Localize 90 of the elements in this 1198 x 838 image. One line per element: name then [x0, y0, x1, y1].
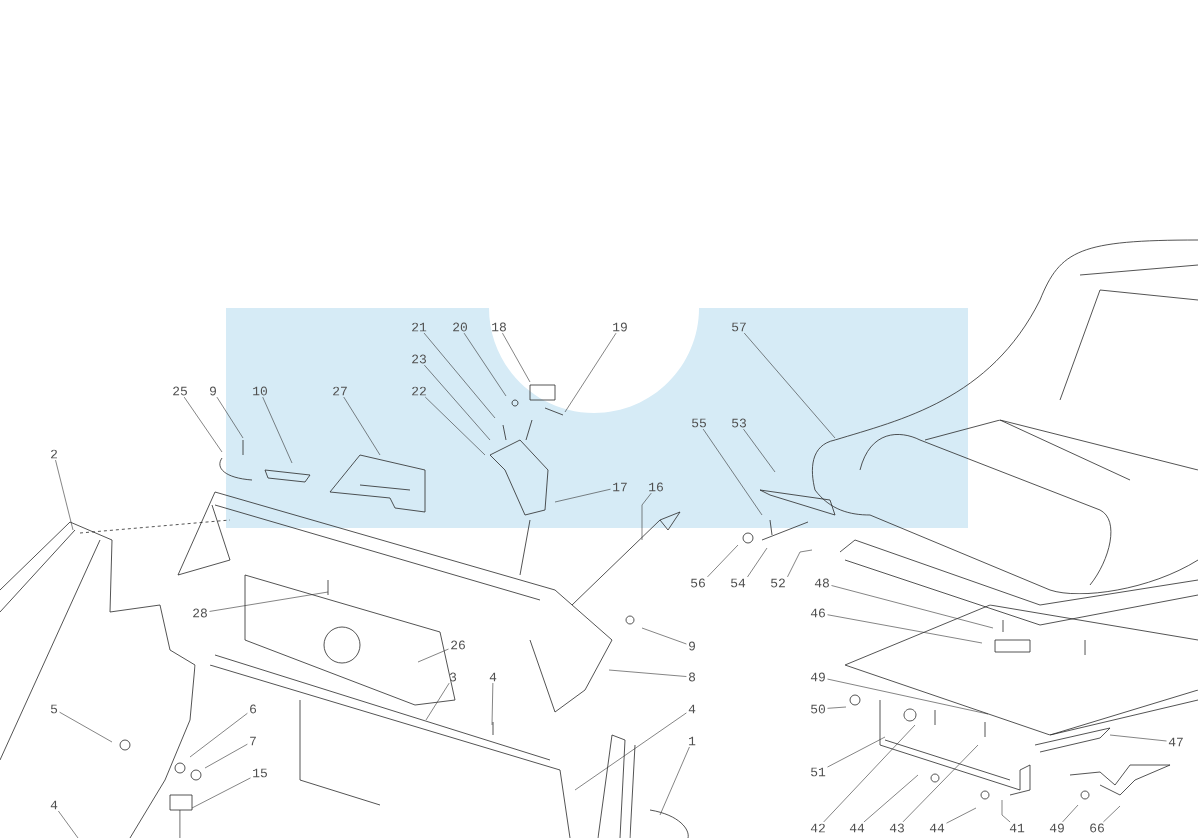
leader-line: [608, 669, 687, 677]
callout-number: 57: [732, 322, 746, 332]
leader-line: [216, 396, 244, 439]
callout-number: 10: [253, 386, 267, 396]
leader-line: [425, 682, 450, 721]
leader-line: [747, 547, 768, 578]
leader-line: [1103, 805, 1121, 823]
leader-line: [863, 774, 919, 823]
callout-number: 43: [889, 823, 904, 833]
leader-line: [902, 744, 979, 823]
leader-line: [189, 713, 248, 758]
callout-number: 17: [613, 482, 627, 492]
leader-line: [827, 678, 989, 715]
leader-line: [191, 777, 251, 809]
callout-number: 28: [193, 608, 207, 618]
callout-number: 25: [173, 386, 187, 396]
callout-number: 52: [771, 578, 785, 588]
callout-number: 22: [412, 386, 426, 396]
leader-line: [831, 585, 994, 629]
callout-number: 18: [492, 322, 506, 332]
callout-number: 19: [613, 322, 627, 332]
callout-number: 49: [1049, 823, 1064, 833]
callout-number: 9: [210, 386, 216, 396]
callout-number: 5: [50, 704, 58, 714]
leader-line: [424, 364, 491, 441]
callout-number: 15: [253, 768, 267, 778]
callout-number: 4: [688, 704, 696, 714]
callout-number: 20: [453, 322, 467, 332]
callout-number: 42: [810, 823, 825, 833]
callout-number: 53: [732, 418, 746, 428]
leader-line: [343, 396, 381, 456]
callout-number: 27: [333, 386, 347, 396]
callout-number: 66: [1090, 823, 1104, 833]
callout-number: 26: [451, 640, 465, 650]
callout-number: 48: [814, 578, 829, 588]
leader-line: [707, 544, 739, 578]
callout-number: 54: [731, 578, 746, 588]
leader-line: [1109, 734, 1167, 742]
leader-line: [659, 746, 690, 816]
callout-number: 21: [412, 322, 427, 332]
callout-number: 44: [849, 823, 865, 833]
callout-number: 56: [691, 578, 705, 588]
callout-number: 7: [250, 736, 256, 746]
leader-line: [262, 396, 293, 464]
leader-line: [946, 807, 977, 824]
leader-line: [827, 706, 847, 709]
leader-line: [743, 332, 836, 439]
callout-number: 3: [449, 672, 457, 682]
leader-line: [424, 396, 486, 456]
callout-number: 50: [811, 704, 825, 714]
callout-number: 4: [489, 672, 497, 682]
leader-line: [463, 332, 507, 397]
leader-line: [423, 332, 496, 419]
callout-number: 1: [689, 736, 696, 746]
leader-line: [59, 711, 113, 743]
callout-number: 2: [51, 449, 57, 459]
leader-line: [204, 743, 248, 769]
leader-line: [823, 724, 916, 823]
leader-line: [827, 736, 886, 768]
leader-line: [641, 492, 652, 541]
leader-line: [574, 712, 687, 791]
callout-number: 46: [810, 608, 825, 618]
leader-line: [491, 682, 494, 726]
leader-line: [209, 591, 329, 612]
leader-line: [58, 810, 79, 838]
leader-line: [702, 428, 763, 516]
leader-line: [564, 332, 617, 413]
callout-number: 51: [811, 767, 826, 777]
leader-line: [554, 488, 611, 503]
callout-number: 8: [688, 672, 696, 682]
callout-number: 9: [689, 641, 695, 651]
callout-number: 6: [250, 704, 257, 714]
leader-line: [1062, 804, 1079, 823]
leader-line: [641, 627, 687, 645]
callout-number: 4: [50, 800, 58, 810]
leader-line: [183, 396, 223, 453]
leader-line: [787, 549, 813, 578]
leader-line: [417, 648, 449, 663]
leader-line: [1001, 799, 1011, 823]
callout-number: 23: [412, 354, 426, 364]
callout-number: 41: [1009, 823, 1025, 833]
callout-number: 16: [649, 482, 663, 492]
callout-number: 49: [810, 672, 825, 682]
callout-number: 55: [692, 418, 706, 428]
callout-number: 44: [929, 823, 945, 833]
leader-line: [743, 428, 776, 473]
callout-number: 47: [1168, 737, 1183, 747]
leader-line: [55, 459, 74, 531]
leader-line: [827, 614, 983, 644]
leader-line: [502, 332, 531, 383]
